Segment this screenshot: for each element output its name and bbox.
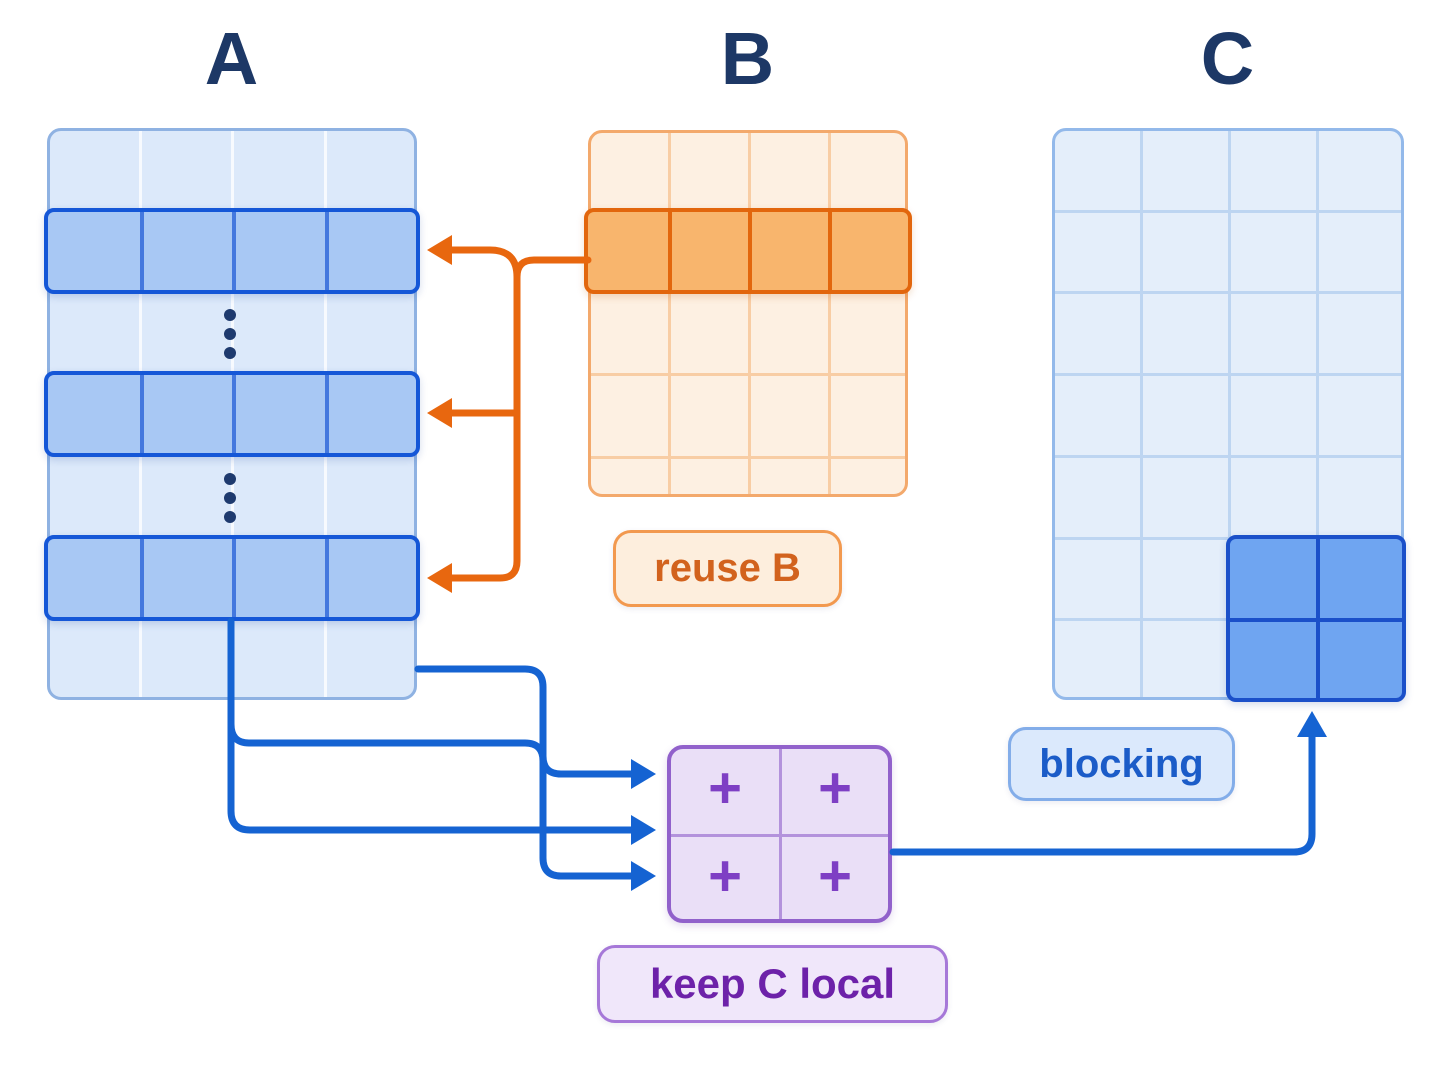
label-blocking-text: blocking (1039, 741, 1204, 786)
label-blocking: blocking (1008, 727, 1235, 801)
matrix-b-gridline (591, 456, 905, 459)
arrowhead-left-icon (427, 235, 452, 265)
row-divider (325, 539, 329, 617)
matrix-a-highlighted-row (44, 535, 420, 621)
matrix-c-gridline (1140, 131, 1143, 697)
matrix-c-title: C (1200, 17, 1256, 100)
matrix-c-gridline (1228, 131, 1231, 697)
row-divider (325, 375, 329, 453)
matrix-b-title: B (720, 17, 776, 100)
row-divider (140, 375, 144, 453)
row-divider (140, 212, 144, 290)
label-reuse-b: reuse B (613, 530, 842, 607)
arrow-b-to-a-trunk (442, 256, 592, 582)
matrix-b-gridline (828, 133, 831, 494)
arrowhead-left-icon (427, 398, 452, 428)
matrix-c-gridline (1055, 455, 1401, 458)
arrowhead-left-icon (427, 563, 452, 593)
plus-icon: + (708, 755, 742, 821)
row-divider (140, 539, 144, 617)
matrix-a-highlighted-row (44, 208, 420, 294)
row-divider (325, 212, 329, 290)
block-divider (1230, 618, 1402, 622)
arrowhead-right-icon (631, 815, 656, 845)
matrix-c-gridline (1055, 210, 1401, 213)
row-divider (232, 212, 236, 290)
row-divider (748, 212, 752, 290)
label-keep-c-local-text: keep C local (649, 960, 896, 1007)
matrix-b-gridline (668, 133, 671, 494)
accumulator-divider (671, 834, 888, 837)
matrix-b-gridline (591, 373, 905, 376)
arrowhead-right-icon (631, 861, 656, 891)
arrow-b-to-a-row2 (442, 246, 521, 281)
row-divider (232, 539, 236, 617)
arrow-a-to-accumulator-1 (414, 665, 638, 778)
row-divider (668, 212, 672, 290)
matrix-c-gridline (1316, 131, 1319, 697)
matrix-c-highlighted-block (1226, 535, 1406, 702)
accumulator-box: + + + + (667, 745, 892, 923)
row-divider (828, 212, 832, 290)
arrow-a-to-accumulator-3 (227, 720, 638, 880)
matrix-c-gridline (1055, 291, 1401, 294)
row-divider (232, 375, 236, 453)
matrix-a-title: A (204, 17, 260, 100)
arrowhead-right-icon (631, 759, 656, 789)
plus-icon: + (818, 755, 852, 821)
plus-icon: + (818, 843, 852, 909)
matrix-c-gridline (1055, 373, 1401, 376)
label-reuse-b-text: reuse B (654, 546, 801, 590)
matrix-b (588, 130, 908, 497)
label-keep-c-local: keep C local (597, 945, 948, 1023)
matrix-a-highlighted-row (44, 371, 420, 457)
matrix-b-highlighted-row (584, 208, 912, 294)
arrowhead-up-icon (1297, 711, 1327, 737)
matrix-b-gridline (748, 133, 751, 494)
plus-icon: + (708, 843, 742, 909)
